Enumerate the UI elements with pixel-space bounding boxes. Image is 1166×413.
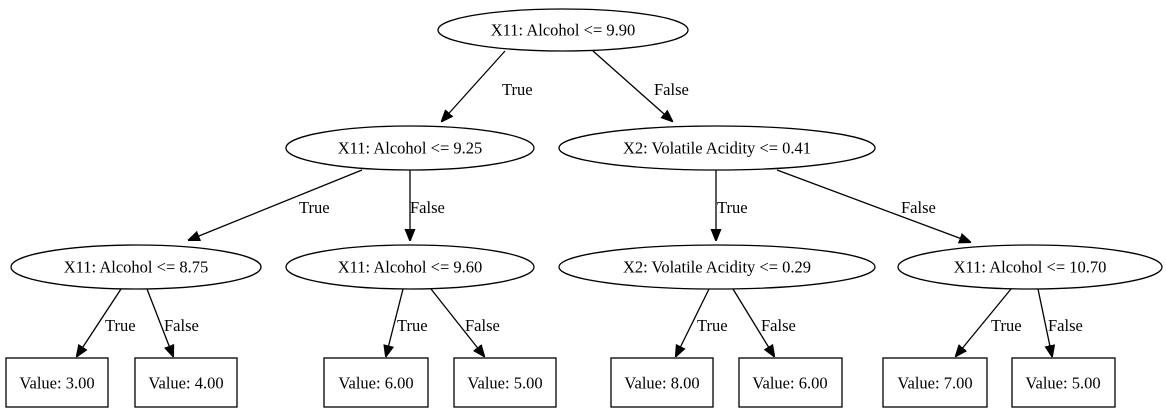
edge-label-true: True [697,316,728,335]
leaf-2: Value: 4.00 [134,357,238,408]
edge-root-to-left [442,50,506,121]
leaf-4: Value: 5.00 [453,357,557,408]
edge-rr-to-rrr [1037,288,1052,356]
edge-label-false: False [164,316,199,335]
node-left-left-label: X11: Alcohol <= 8.75 [64,258,209,277]
node-left-label: X11: Alcohol <= 9.25 [338,139,483,158]
edge-label-false: False [654,80,689,99]
leaf-4-label: Value: 5.00 [467,374,542,393]
edges [77,50,1052,356]
leaf-5: Value: 8.00 [610,357,714,408]
node-right-left-label: X2: Volatile Acidity <= 0.29 [623,258,811,277]
edge-label-true: True [105,316,136,335]
edge-label-false: False [410,198,445,217]
leaf-8: Value: 5.00 [1011,357,1116,408]
node-right-left: X2: Volatile Acidity <= 0.29 [558,244,876,290]
edge-label-true: True [299,198,330,217]
leaf-1-label: Value: 3.00 [19,374,94,393]
node-left-right-label: X11: Alcohol <= 9.60 [338,258,483,277]
leaf-1: Value: 3.00 [5,357,109,408]
edge-label-true: True [397,316,428,335]
decision-nodes: X11: Alcohol <= 9.90 X11: Alcohol <= 9.2… [10,8,1163,290]
edge-label-false: False [1048,316,1083,335]
leaf-3-label: Value: 6.00 [338,374,413,393]
leaf-6: Value: 6.00 [738,357,843,408]
edge-label-true: True [502,80,533,99]
node-right-label: X2: Volatile Acidity <= 0.41 [623,139,811,158]
node-left-right: X11: Alcohol <= 9.60 [285,244,535,290]
edge-r-to-rr [776,169,970,242]
edge-ll-to-llr [146,288,173,356]
edge-rl-to-rlr [732,288,774,356]
edge-root-to-right [592,50,672,121]
edge-label-true: True [991,316,1022,335]
edge-label-false: False [901,198,936,217]
node-root: X11: Alcohol <= 9.90 [437,8,689,52]
leaf-6-label: Value: 6.00 [752,374,827,393]
leaf-7: Value: 7.00 [882,357,988,408]
leaf-3: Value: 6.00 [323,357,429,408]
leaf-8-label: Value: 5.00 [1025,374,1100,393]
node-right: X2: Volatile Acidity <= 0.41 [558,125,876,171]
node-right-right-label: X11: Alcohol <= 10.70 [954,258,1107,277]
edge-rr-to-rrl [956,288,1012,356]
leaf-5-label: Value: 8.00 [624,374,699,393]
node-right-right: X11: Alcohol <= 10.70 [897,244,1163,290]
node-left: X11: Alcohol <= 9.25 [285,125,535,171]
leaf-2-label: Value: 4.00 [148,374,223,393]
edge-lr-to-lrr [430,288,484,356]
node-left-left: X11: Alcohol <= 8.75 [10,244,262,290]
leaf-nodes: Value: 3.00 Value: 4.00 Value: 6.00 Valu… [5,357,1116,408]
edge-ll-to-lll [77,288,122,356]
edge-label-false: False [465,316,500,335]
edge-label-false: False [761,316,796,335]
edge-l-to-ll [189,169,363,240]
leaf-7-label: Value: 7.00 [897,374,972,393]
edge-lr-to-lrl [386,288,404,356]
edge-labels: True False True False True False True Fa… [105,80,1083,335]
edge-label-true: True [717,198,748,217]
edge-rl-to-rll [676,288,710,356]
node-root-label: X11: Alcohol <= 9.90 [491,21,636,40]
